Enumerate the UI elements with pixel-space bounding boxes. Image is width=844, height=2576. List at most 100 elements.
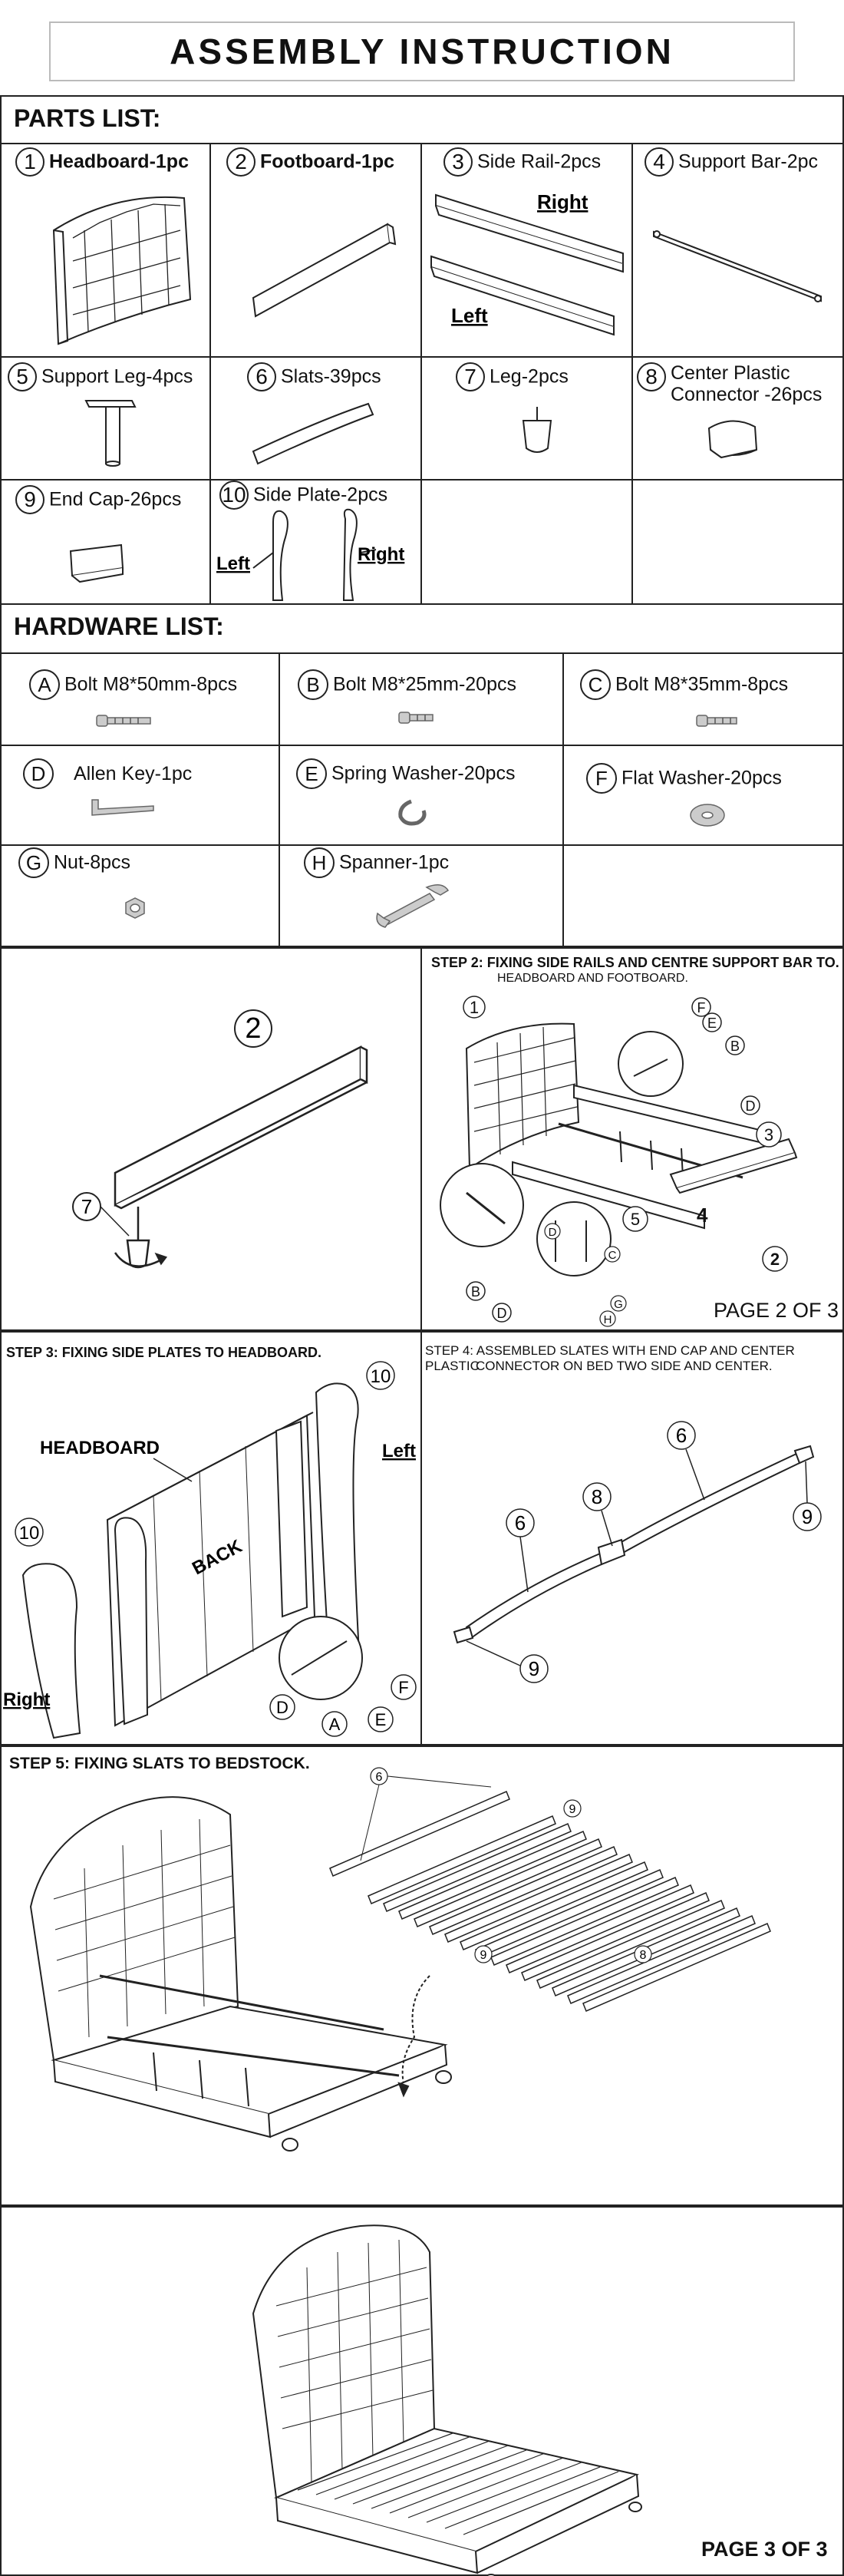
step5-callout-9a: 9 xyxy=(569,1803,576,1816)
step4-callout-9b: 9 xyxy=(529,1657,539,1680)
hardware-illustrations xyxy=(91,712,737,928)
side-plates-drawing xyxy=(252,508,377,601)
step5-callout-9b: 9 xyxy=(480,1949,487,1962)
step2-callout-3: 3 xyxy=(764,1125,773,1144)
page3-label: PAGE 3 OF 3 xyxy=(701,2538,828,2561)
final-bed-illustration xyxy=(252,2224,642,2576)
step2-callout-e: E xyxy=(707,1016,717,1031)
support-leg-drawing xyxy=(84,400,137,467)
step5-illustration: 6 9 9 8 xyxy=(29,1767,771,2152)
step1-illustration: 2 7 xyxy=(72,1009,368,1269)
step4-callout-8: 8 xyxy=(592,1485,602,1508)
step3-callout-a: A xyxy=(329,1715,341,1734)
spanner-icon xyxy=(376,884,450,928)
center-connector-drawing xyxy=(707,420,758,459)
spring-washer-icon xyxy=(398,799,427,826)
step4-callout-6a: 6 xyxy=(515,1511,526,1534)
step4-subtitle: CONNECTOR ON BED TWO SIDE AND CENTER. xyxy=(476,1359,773,1373)
step3-callout-10a: 10 xyxy=(371,1366,391,1387)
step5-callout-8: 8 xyxy=(640,1949,647,1962)
step3-callout-e: E xyxy=(375,1710,387,1729)
bolt-a-icon xyxy=(96,715,151,727)
step5-title: STEP 5: FIXING SLATS TO BEDSTOCK. xyxy=(9,1755,310,1772)
leg-drawing xyxy=(522,407,552,453)
step2-callout-5: 5 xyxy=(631,1210,640,1229)
step2-callout-g: G xyxy=(614,1298,623,1311)
step3-title: STEP 3: FIXING SIDE PLATES TO HEADBOARD. xyxy=(6,1345,322,1360)
step3-illustration: HEADBOARD BACK Left Right 10 10 D A E F xyxy=(3,1361,417,1739)
plate-right-label: Right xyxy=(358,544,404,565)
page-title: ASSEMBLY INSTRUCTION xyxy=(170,31,674,71)
step2-title: STEP 2: FIXING SIDE RAILS AND CENTRE SUP… xyxy=(431,955,839,970)
plate-left-label: Left xyxy=(216,553,250,574)
parts-illustrations: Right Left xyxy=(52,190,822,601)
step1-label-7: 7 xyxy=(81,1195,92,1218)
allen-key-icon xyxy=(91,799,154,816)
end-cap-drawing xyxy=(69,543,124,583)
support-bar-drawing xyxy=(653,230,822,302)
parts-heading: PARTS LIST: xyxy=(14,104,161,132)
step2-callout-d2: D xyxy=(497,1306,507,1321)
step3-right-label: Right xyxy=(3,1689,50,1710)
step2-callout-4: 4 xyxy=(697,1204,708,1227)
step4-title: STEP 4: ASSEMBLED SLATES WITH END CAP AN… xyxy=(425,1343,795,1373)
rail-right-label: Right xyxy=(537,190,588,213)
bolt-b-icon xyxy=(398,712,434,724)
footboard-drawing xyxy=(252,223,397,318)
step2-illustration: 1 F E B D 3 4 5 2 B D D C G xyxy=(440,996,798,1327)
step3-headboard-label: HEADBOARD xyxy=(40,1438,160,1458)
step3-callout-f: F xyxy=(398,1678,408,1697)
step2-callout-d3: D xyxy=(549,1226,557,1239)
step3-callout-10b: 10 xyxy=(19,1523,40,1544)
page2-panel xyxy=(0,947,844,1331)
slat-drawing xyxy=(252,402,374,465)
bolt-c-icon xyxy=(696,715,737,727)
step2-callout-b2: B xyxy=(471,1284,480,1300)
nut-icon xyxy=(125,897,145,919)
page2-label: PAGE 2 OF 3 xyxy=(714,1299,839,1322)
headboard-drawing xyxy=(52,196,192,345)
rail-left-label: Left xyxy=(451,304,488,327)
step4-illustration: 6 8 6 9 9 xyxy=(453,1421,822,1683)
step4-callout-9a: 9 xyxy=(802,1505,813,1528)
flat-washer-icon xyxy=(690,804,725,827)
step1-label-2: 2 xyxy=(245,1012,261,1045)
final-panel xyxy=(0,2206,844,2576)
step3-left-label: Left xyxy=(382,1441,416,1461)
step5-panel xyxy=(0,1745,844,2206)
step2-callout-c: C xyxy=(608,1249,617,1262)
title-box: ASSEMBLY INSTRUCTION xyxy=(49,21,795,81)
step2-subtitle: HEADBOARD AND FOOTBOARD. xyxy=(497,972,688,985)
step4-callout-6b: 6 xyxy=(676,1424,687,1447)
step2-callout-f: F xyxy=(697,1000,706,1016)
step3-callout-d: D xyxy=(276,1698,288,1717)
step5-callout-6: 6 xyxy=(376,1771,383,1784)
parts-hardware-frame xyxy=(0,95,844,947)
steps-3-4-panel xyxy=(0,1331,844,1745)
step2-callout-d: D xyxy=(746,1098,756,1114)
step2-callout-h: H xyxy=(604,1313,612,1326)
step2-callout-1: 1 xyxy=(470,998,479,1017)
step2-callout-2: 2 xyxy=(770,1250,780,1269)
side-rails-drawing xyxy=(430,193,624,336)
hardware-heading: HARDWARE LIST: xyxy=(14,613,224,640)
